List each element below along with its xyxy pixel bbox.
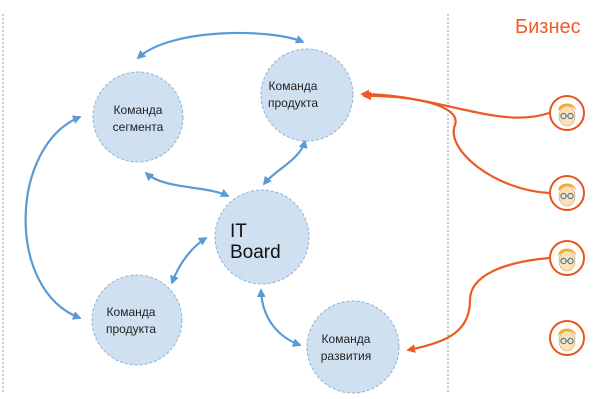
node-product-team-top-line2: продукта [268, 96, 318, 110]
node-segment-team: Команда сегмента [92, 71, 184, 163]
connector-segment-product-bottom [24, 115, 82, 320]
node-product-team-bottom-line1: Команда [107, 305, 156, 319]
person-icon [549, 240, 585, 276]
connector-product-top-itboard [262, 139, 308, 186]
node-development-team: Команда развития [306, 300, 400, 394]
business-title: Бизнес [515, 16, 581, 38]
node-product-team-bottom: Команда продукта [91, 274, 183, 366]
request-person-3 [406, 256, 550, 354]
node-it-board-line1: IT [230, 221, 247, 242]
node-it-board: IT Board [214, 189, 310, 285]
connector-segment-itboard [144, 171, 230, 197]
connector-itboard-development [256, 288, 302, 347]
node-product-team-top: Команда продукта [260, 48, 354, 142]
node-product-team-bottom-line2: продукта [106, 322, 156, 336]
node-product-team-top-line1: Команда [269, 79, 318, 93]
person-icon [549, 95, 585, 131]
person-icon [549, 175, 585, 211]
node-segment-team-line2: сегмента [113, 120, 164, 134]
request-person-2 [362, 91, 550, 195]
connector-product-bottom-itboard [170, 237, 208, 285]
connector-segment-product-top [136, 31, 305, 60]
node-segment-team-line1: Команда [114, 103, 163, 117]
person-icon [549, 320, 585, 356]
node-development-team-line1: Команда [322, 332, 371, 346]
node-it-board-line2: Board [230, 242, 281, 263]
node-development-team-line2: развития [321, 349, 372, 363]
